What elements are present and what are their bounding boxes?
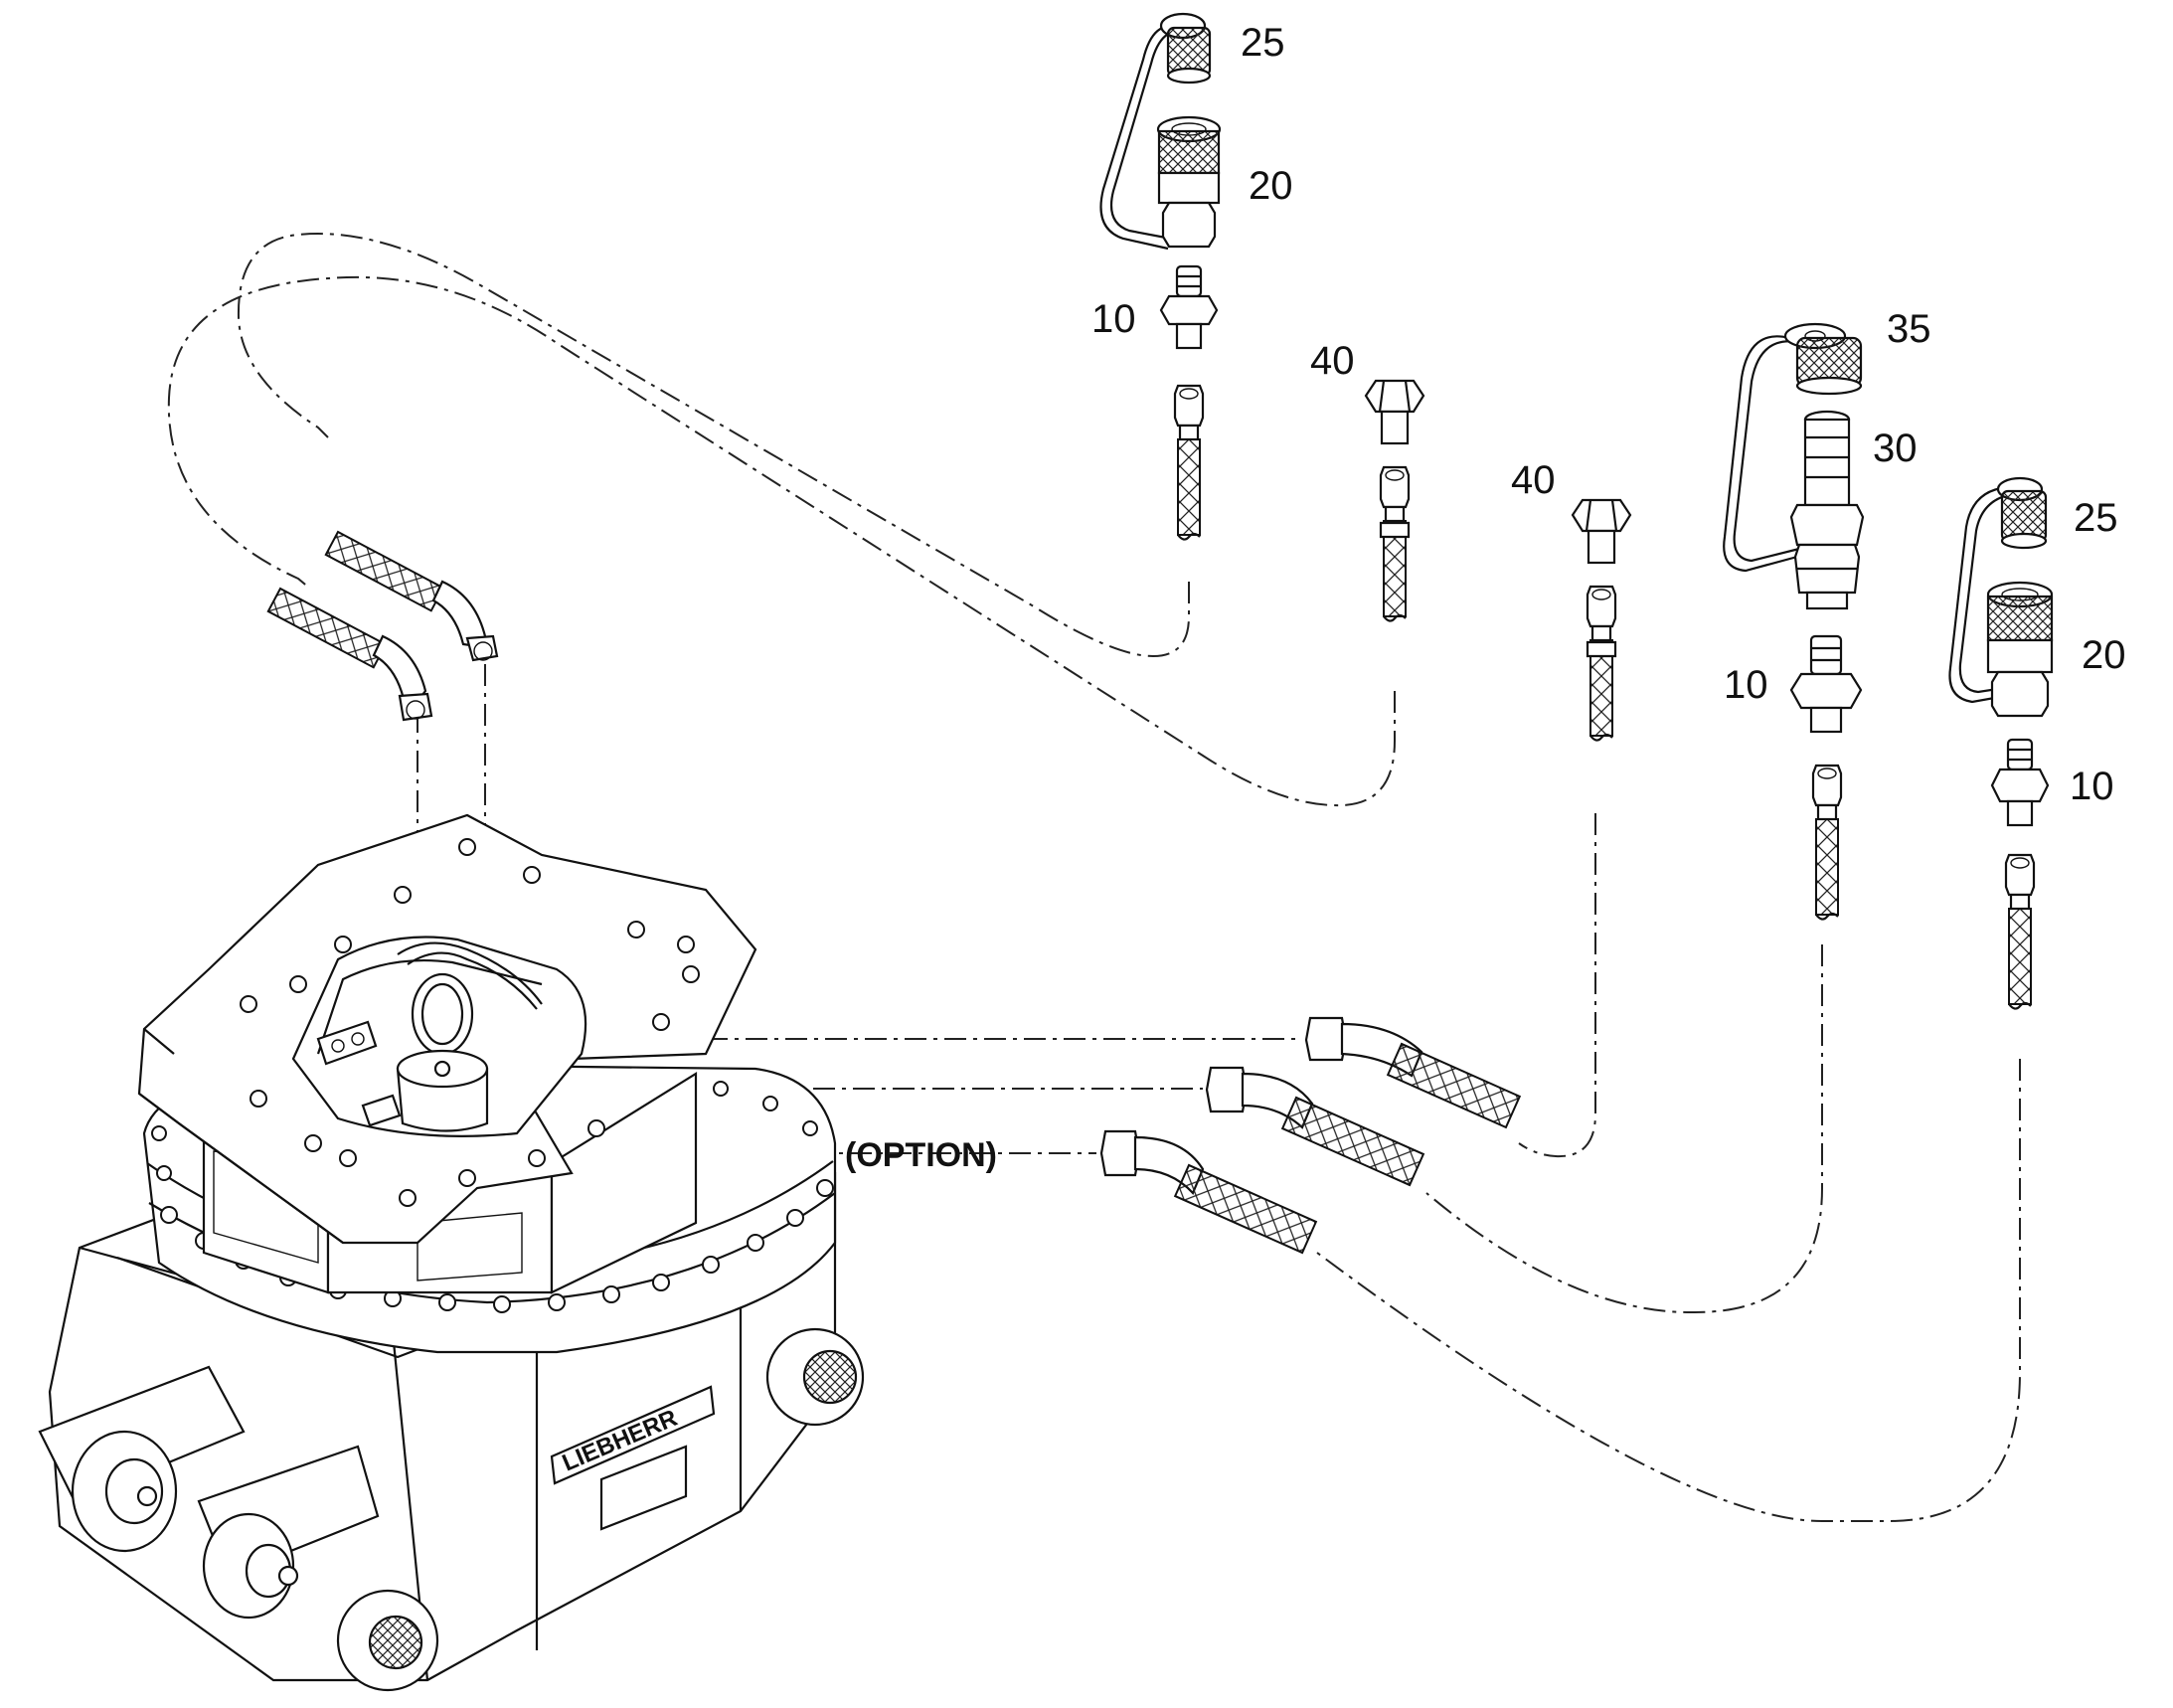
callout-10-top: 10: [1091, 297, 1136, 341]
nipple-10-middle: [1789, 634, 1863, 734]
callout-25-right: 25: [2074, 496, 2118, 540]
hose-end-right: [2004, 853, 2036, 1010]
callout-40-left: 40: [1310, 339, 1355, 383]
callout-20-right: 20: [2082, 633, 2126, 677]
elbow-hose-1: [1304, 1016, 1522, 1129]
nipple-10-top: [1159, 264, 1219, 350]
callout-10-middle: 10: [1724, 663, 1768, 707]
callout-20-top: 20: [1249, 164, 1293, 208]
callout-10-right: 10: [2070, 765, 2114, 808]
callout-25-top: 25: [1241, 21, 1285, 65]
elbow-hose-2: [1205, 1066, 1425, 1187]
callouts: 25 20 10 40 40 35 30 25 10 20 10 (OPTION…: [845, 21, 2126, 1174]
dust-cap-25-top: [1099, 12, 1212, 251]
callout-35: 35: [1887, 307, 1931, 351]
rotator-assembly: LIEBHERR: [38, 813, 865, 1692]
hose-end-40-left: [1379, 465, 1411, 622]
hose-end-middle: [1811, 764, 1843, 921]
option-label: (OPTION): [845, 1136, 997, 1174]
callout-30: 30: [1873, 427, 1918, 470]
elbow-hose-option: [1099, 1129, 1318, 1255]
elbow-hose-lower: [266, 587, 433, 722]
nipple-10-right: [1990, 738, 2050, 827]
callout-40-right: 40: [1511, 458, 1556, 502]
plug-40-left: [1364, 379, 1425, 445]
coupler-socket-20-right: [1986, 581, 2054, 718]
coupler-plug-30: [1789, 410, 1865, 610]
elbow-hose-upper: [324, 530, 499, 662]
coupler-socket-20-top: [1156, 115, 1222, 249]
hose-end-top: [1173, 384, 1205, 541]
dust-cap-25-right: [1948, 476, 2048, 704]
hose-end-40-right: [1586, 585, 1617, 742]
dust-cap-35: [1723, 322, 1863, 573]
plug-40-right: [1571, 498, 1632, 565]
